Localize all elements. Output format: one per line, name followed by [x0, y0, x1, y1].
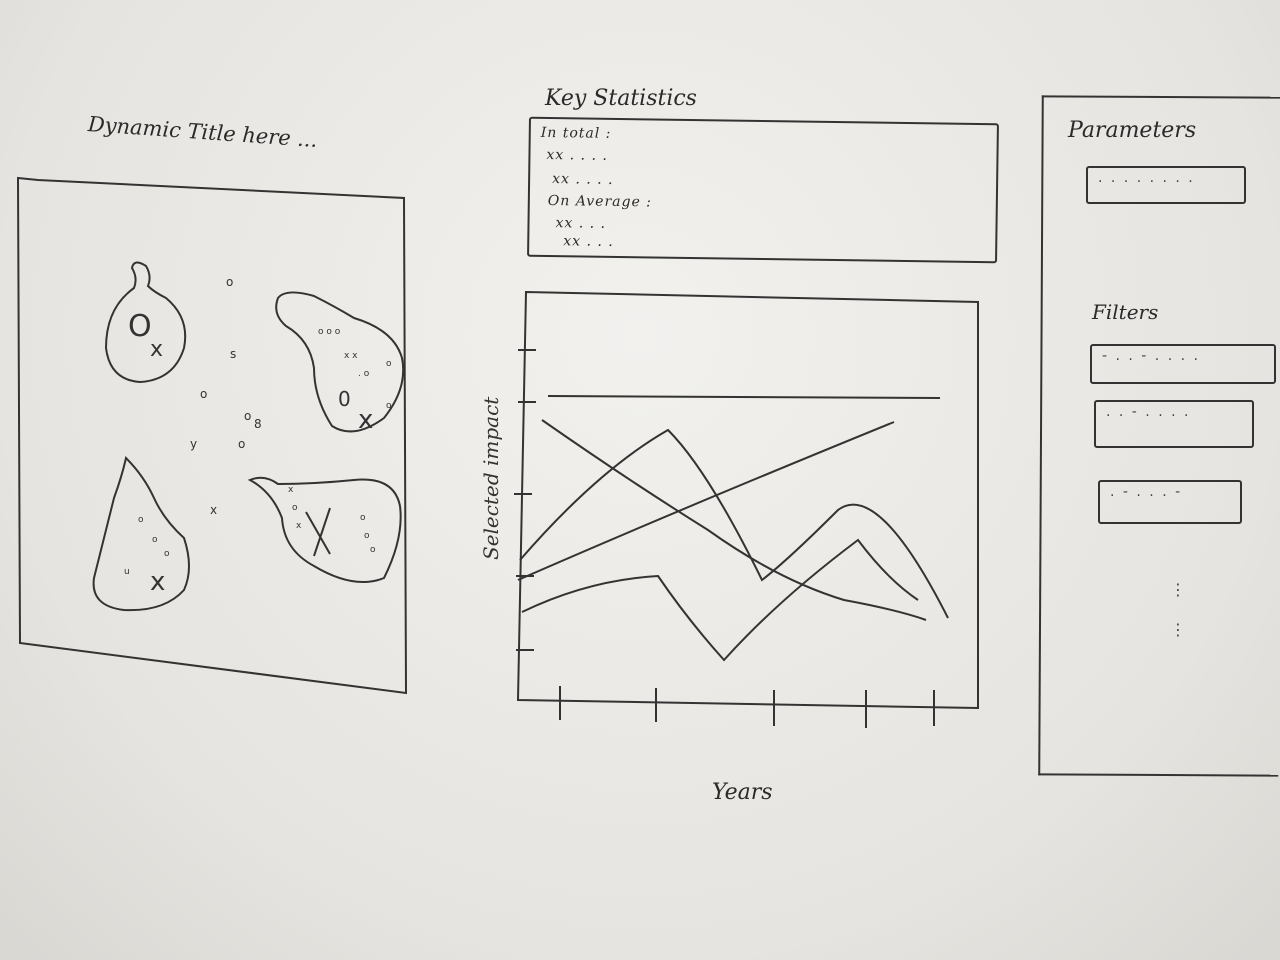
- stats-line: xx . . . .: [552, 171, 614, 188]
- stats-line: xx . . . .: [546, 146, 608, 164]
- svg-text:x: x: [150, 567, 165, 597]
- parameter-input[interactable]: . . . . . . . .: [1086, 166, 1246, 204]
- line-chart[interactable]: Selected impact: [478, 280, 998, 730]
- svg-text:x: x: [210, 503, 217, 517]
- filter-input-placeholder: - . . - . . . .: [1102, 348, 1200, 364]
- svg-text:x x: x x: [344, 351, 358, 361]
- svg-text:x: x: [358, 405, 373, 435]
- more-filters-indicator: ⋮: [1170, 620, 1186, 639]
- svg-text:o: o: [292, 503, 298, 513]
- filter-input-placeholder: . . - . . . .: [1106, 404, 1191, 420]
- svg-text:o: o: [200, 387, 207, 401]
- chart-x-label: Years: [712, 780, 773, 805]
- svg-text:o: o: [238, 437, 245, 451]
- svg-text:o: o: [152, 535, 158, 545]
- filter-input-3[interactable]: . - . . . -: [1098, 480, 1242, 524]
- svg-text:o: o: [360, 513, 366, 523]
- stats-title: Key Statistics: [545, 86, 697, 111]
- stats-line: In total :: [540, 124, 612, 142]
- chart-series-2: [541, 419, 927, 621]
- svg-text:. o: . o: [358, 369, 370, 379]
- map-marker-o: O: [128, 309, 152, 344]
- stats-line: On Average :: [547, 192, 653, 211]
- svg-text:u: u: [124, 567, 130, 577]
- svg-text:o: o: [226, 275, 233, 289]
- map-region-1: [104, 261, 187, 384]
- map-region-4: [247, 476, 402, 583]
- svg-text:8: 8: [254, 417, 262, 431]
- filter-input-2[interactable]: . . - . . . .: [1094, 400, 1254, 448]
- map-region-2: [275, 291, 405, 433]
- svg-text:o: o: [164, 549, 170, 559]
- stats-line: xx . . .: [563, 233, 614, 250]
- svg-text:x: x: [296, 521, 302, 531]
- chart-y-label: Selected impact: [479, 396, 503, 560]
- svg-text:o: o: [138, 515, 144, 525]
- svg-text:o: o: [386, 401, 392, 411]
- svg-text:o: o: [364, 531, 370, 541]
- svg-text:0: 0: [338, 387, 351, 411]
- map-marker-x: x: [150, 337, 163, 362]
- filters-title: Filters: [1092, 300, 1159, 324]
- chart-series-5: [521, 538, 919, 662]
- svg-text:s: s: [230, 347, 236, 361]
- filter-input-placeholder: . - . . . -: [1110, 484, 1183, 500]
- stats-line: xx . . .: [555, 215, 607, 232]
- parameters-title: Parameters: [1068, 118, 1197, 143]
- chart-series-4: [517, 421, 895, 581]
- stats-box: In total : xx . . . . xx . . . . On Aver…: [527, 116, 999, 264]
- svg-text:x: x: [288, 485, 294, 495]
- svg-text:o: o: [370, 545, 376, 555]
- svg-text:o: o: [386, 359, 392, 369]
- more-filters-indicator: ⋮: [1170, 580, 1186, 599]
- parameter-input-placeholder: . . . . . . . .: [1098, 170, 1195, 186]
- filter-input-1[interactable]: - . . - . . . .: [1090, 344, 1276, 384]
- chart-series-3: [519, 428, 949, 619]
- map-region-3: [92, 456, 190, 612]
- svg-text:o o o: o o o: [318, 327, 341, 337]
- chart-series-1: [547, 395, 941, 399]
- svg-text:o: o: [244, 409, 251, 423]
- svg-text:y: y: [190, 437, 197, 451]
